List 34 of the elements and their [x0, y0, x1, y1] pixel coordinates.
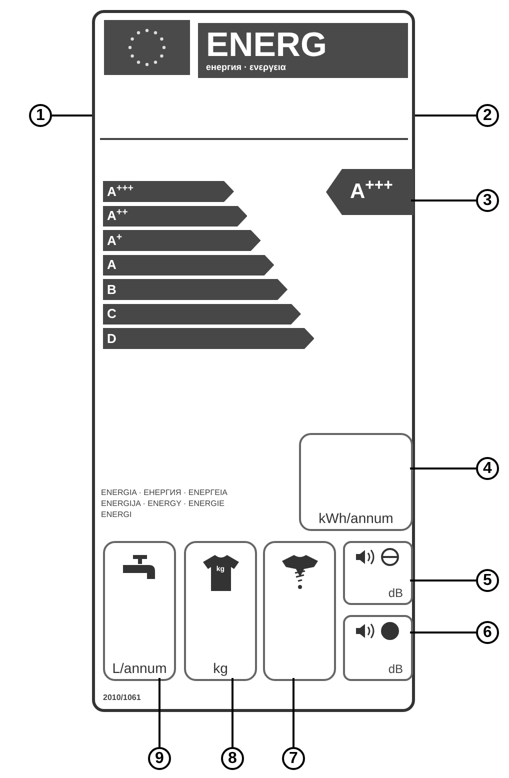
callout-number: 4: [476, 457, 499, 480]
leader-line: [52, 114, 92, 116]
regulation-number: 2010/1061: [103, 692, 141, 704]
leader-line: [410, 468, 476, 470]
noise-box: dB: [343, 541, 413, 605]
noise-box: dB: [343, 615, 413, 681]
leader-line: [292, 678, 294, 747]
leader-line: [411, 200, 476, 202]
value-box: L/annum: [103, 541, 176, 681]
callout-number: 1: [29, 104, 52, 127]
leader-line: [410, 632, 476, 634]
efficiency-class-bar: A$^{+}$: [103, 230, 261, 251]
header-band: ENERG енергия · ενεργεια: [198, 23, 408, 78]
energy-label-frame: [92, 10, 415, 712]
callout-number: 3: [476, 189, 499, 212]
efficiency-class-bar: A$^{+++}$: [103, 181, 234, 202]
callout-number: 7: [282, 747, 305, 770]
callout-number: 8: [221, 747, 244, 770]
value-box: [263, 541, 336, 681]
efficiency-class-bar: D: [103, 328, 314, 349]
efficiency-class-bar: A: [103, 254, 274, 276]
leader-line: [158, 678, 160, 747]
leader-line: [232, 678, 234, 747]
callout-number: 5: [476, 569, 499, 592]
efficiency-class-bar: A$^{++}$: [103, 206, 248, 226]
leader-line: [415, 114, 476, 116]
efficiency-class-bar: B: [103, 279, 288, 300]
callout-number: 2: [476, 104, 499, 127]
callout-number: 6: [476, 621, 499, 644]
callout-number: 9: [148, 747, 171, 770]
leader-line: [410, 580, 476, 582]
efficiency-class-bar: C: [103, 304, 301, 324]
value-box: kWh/annum: [299, 433, 413, 531]
language-note: ENERGIA · ЕНЕРГИЯ · ΕΝΕΡΓΕΙΑ ENERGIJA · ENERGY · ENERGIE ENERGI: [101, 487, 228, 520]
